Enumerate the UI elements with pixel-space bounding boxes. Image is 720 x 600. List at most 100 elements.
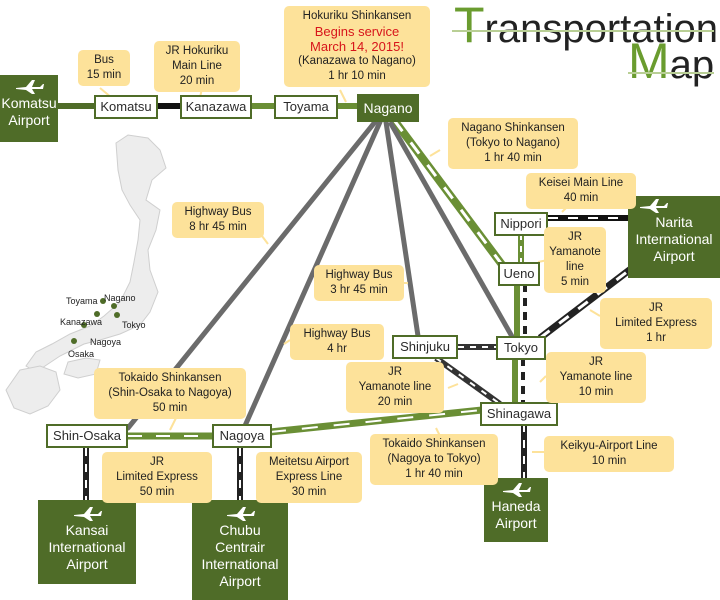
title-rest-2: ap	[669, 43, 715, 87]
route-nagano-tokyo	[387, 120, 517, 342]
title-rest-1: ransportation	[484, 7, 719, 51]
note-nagano-shinkansen-line: Nagano Shinkansen	[461, 122, 565, 134]
title-cap-t: T	[454, 0, 485, 53]
note-meitetsu: Meitetsu Airport Express Line 30 min	[256, 452, 362, 503]
note-tokaido-tokyo: Tokaido Shinkansen (Nagoya to Tokyo) 1 h…	[370, 434, 498, 485]
note-jr-limited-kansai-line: Limited Express	[116, 471, 198, 483]
inset-dot-nagoya	[81, 322, 87, 328]
inset-dot-tokyo	[114, 312, 120, 318]
note-hokuriku-shinkansen-title: Hokuriku Shinkansen	[302, 10, 412, 22]
airport-chubu[interactable]: Chubu Centrair International Airport	[192, 500, 288, 600]
airport-komatsu[interactable]: Komatsu Airport	[0, 75, 58, 142]
station-shinjuku[interactable]: Shinjuku	[392, 335, 458, 359]
station-toyama[interactable]: Toyama	[274, 95, 338, 119]
note-highway-bus-1: Highway Bus 8 hr 45 min	[172, 202, 264, 238]
inset-label-tokyo: Tokyo	[122, 320, 146, 330]
note-yamanote-tokyo-time: 10 min	[578, 386, 614, 398]
airport-chubu-line1: Chubu	[219, 522, 261, 538]
inset-dots	[71, 298, 120, 344]
note-nagano-shinkansen: Nagano Shinkansen (Tokyo to Nagano) 1 hr…	[448, 118, 578, 169]
inset-label-nagano: Nagano	[104, 293, 136, 303]
airplane-icon	[227, 507, 255, 521]
note-hokuriku-shinkansen-time: 1 hr 10 min	[328, 70, 386, 82]
station-nagano[interactable]: Nagano	[357, 94, 419, 122]
note-jr-hokuriku: JR Hokuriku Main Line 20 min	[154, 41, 240, 92]
title-transportation: Transportation	[454, 0, 718, 54]
station-shin-osaka[interactable]: Shin-Osaka	[46, 424, 128, 448]
route-highway-bus-shinjuku	[383, 119, 421, 339]
note-keikyu: Keikyu-Airport Line 10 min	[544, 436, 674, 472]
note-nagano-shinkansen-route: (Tokyo to Nagano)	[466, 137, 560, 149]
note-yamanote-shinjuku-jr: JR	[387, 366, 403, 378]
note-meitetsu-time: 30 min	[291, 486, 327, 498]
note-jr-hokuriku-time: 20 min	[179, 75, 215, 87]
note-jr-limited-narita-jr: JR	[648, 302, 664, 314]
airport-narita[interactable]: Narita International Airport	[628, 196, 720, 278]
note-tokaido-tokyo-time: 1 hr 40 min	[405, 468, 463, 480]
note-tokaido-tokyo-line: Tokaido Shinkansen	[382, 438, 486, 450]
airport-komatsu-line1: Komatsu	[1, 95, 57, 111]
note-yamanote-ueno-line2: line	[566, 261, 584, 273]
note-bus-line: Bus	[94, 54, 114, 66]
note-hokuriku-shinkansen-route: (Kanazawa to Nagano)	[298, 55, 416, 67]
japan-inset-map	[5, 134, 167, 415]
note-yamanote-ueno-line: Yamanote	[549, 246, 601, 258]
note-highway-bus-1-line: Highway Bus	[184, 206, 252, 218]
airport-kansai-line1: Kansai	[65, 522, 109, 538]
airport-chubu-line4: Airport	[219, 573, 261, 589]
note-jr-hokuriku-line2: Main Line	[172, 60, 222, 72]
note-hokuriku-shinkansen-announce: Begins service	[314, 24, 400, 39]
note-hokuriku-shinkansen-date: March 14, 2015!	[310, 39, 404, 54]
note-yamanote-shinjuku-time: 20 min	[377, 396, 413, 408]
title-map: Map	[628, 32, 714, 90]
airport-kansai[interactable]: Kansai International Airport	[38, 500, 136, 584]
note-yamanote-ueno: JR Yamanote line 5 min	[544, 227, 606, 293]
station-tokyo[interactable]: Tokyo	[496, 336, 546, 360]
inset-label-toyama: Toyama	[66, 296, 98, 306]
note-keisei: Keisei Main Line 40 min	[526, 173, 636, 209]
airplane-icon	[640, 199, 668, 213]
inset-dot-kanazawa	[94, 311, 100, 317]
note-tokaido-osaka-route: (Shin-Osaka to Nagoya)	[108, 387, 232, 399]
note-highway-bus-2: Highway Bus 3 hr 45 min	[314, 265, 404, 301]
note-keisei-line: Keisei Main Line	[538, 177, 624, 189]
note-yamanote-ueno-jr: JR	[567, 231, 583, 243]
note-jr-limited-narita-line: Limited Express	[615, 317, 697, 329]
title-underline-2	[628, 72, 714, 74]
station-shinagawa[interactable]: Shinagawa	[480, 402, 558, 426]
station-nagoya[interactable]: Nagoya	[212, 424, 272, 448]
station-ueno[interactable]: Ueno	[498, 262, 540, 286]
inset-dot-nagano	[111, 303, 117, 309]
note-jr-limited-kansai: JR Limited Express 50 min	[102, 452, 212, 503]
inset-label-osaka: Osaka	[68, 349, 95, 359]
note-highway-bus-2-line: Highway Bus	[325, 269, 393, 281]
station-kanazawa[interactable]: Kanazawa	[180, 95, 252, 119]
airport-narita-line1: Narita	[655, 214, 693, 230]
note-keikyu-line: Keikyu-Airport Line	[560, 440, 658, 452]
note-meitetsu-line2: Express Line	[275, 471, 343, 483]
route-shinjuku-shinagawa	[434, 355, 502, 407]
station-nippori[interactable]: Nippori	[494, 212, 548, 236]
note-yamanote-tokyo: JR Yamanote line 10 min	[546, 352, 646, 403]
airport-haneda[interactable]: Haneda Airport	[484, 478, 548, 542]
airport-haneda-line1: Haneda	[491, 498, 541, 514]
note-highway-bus-3-time: 4 hr	[327, 343, 347, 355]
inset-label-kanazawa: Kanazawa	[60, 317, 103, 327]
airport-chubu-line3: International	[201, 556, 279, 572]
inset-dot-toyama	[100, 298, 106, 304]
note-jr-hokuriku-line1: JR Hokuriku	[165, 45, 229, 57]
note-tokaido-osaka-line: Tokaido Shinkansen	[118, 372, 222, 384]
note-tokaido-osaka: Tokaido Shinkansen (Shin-Osaka to Nagoya…	[94, 368, 246, 419]
airplane-icon	[74, 507, 102, 521]
airplane-icon	[16, 80, 44, 94]
note-nagano-shinkansen-time: 1 hr 40 min	[484, 152, 542, 164]
note-tokaido-tokyo-route: (Nagoya to Tokyo)	[387, 453, 481, 465]
note-jr-limited-narita: JR Limited Express 1 hr	[600, 298, 712, 349]
station-komatsu[interactable]: Komatsu	[94, 95, 158, 119]
airport-kansai-line2: International	[48, 539, 126, 555]
note-yamanote-tokyo-line: Yamanote line	[559, 371, 633, 383]
route-highway-bus-nagoya	[241, 119, 383, 431]
airport-narita-line3: Airport	[653, 248, 695, 264]
note-yamanote-shinjuku: JR Yamanote line 20 min	[346, 362, 444, 413]
